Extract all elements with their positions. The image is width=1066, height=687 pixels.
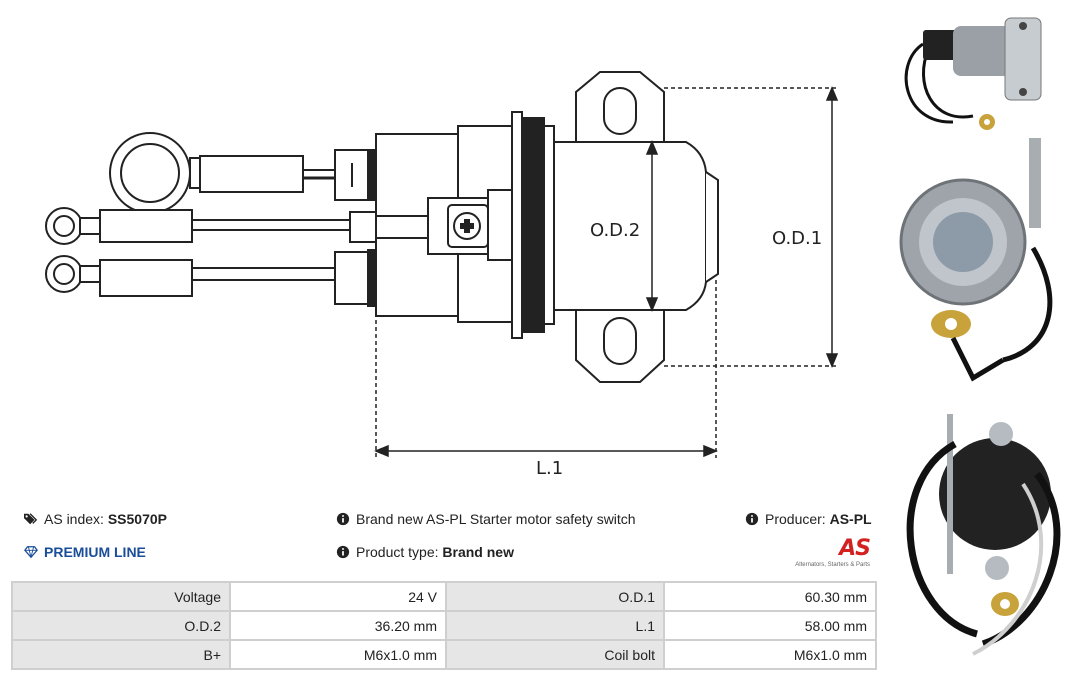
premium-line[interactable]: PREMIUM LINE: [24, 544, 146, 560]
spec-value: M6x1.0 mm: [663, 639, 877, 670]
table-row: O.D.2 36.20 mm L.1 58.00 mm: [11, 610, 877, 641]
spec-key: B+: [11, 639, 231, 670]
table-row: B+ M6x1.0 mm Coil bolt M6x1.0 mm: [11, 639, 877, 670]
brand-logo: AS Alternators, Starters & Parts: [790, 536, 880, 572]
product-type-value: Brand new: [442, 544, 514, 560]
as-index-value: SS5070P: [107, 511, 167, 527]
as-index: AS index: SS5070P: [24, 511, 167, 527]
spec-value: 60.30 mm: [663, 581, 877, 612]
product-photo-3[interactable]: [893, 404, 1063, 684]
brand-logo-mark: AS: [839, 536, 871, 561]
producer-value: AS-PL: [829, 511, 872, 527]
info-icon: [336, 512, 350, 526]
diamond-icon: [24, 546, 38, 559]
producer: Producer: AS-PL: [745, 511, 872, 527]
premium-line-label: PREMIUM LINE: [44, 544, 146, 560]
product-photo-2[interactable]: [893, 138, 1063, 398]
ring-terminal-small-1: [45, 207, 83, 245]
tags-icon: [24, 513, 38, 525]
technical-drawing: O.D.2 O.D.1 L.1: [45, 71, 839, 479]
as-index-label: AS index:: [44, 511, 104, 527]
spec-key: L.1: [445, 610, 665, 641]
description: Brand new AS-PL Starter motor safety swi…: [336, 511, 636, 527]
product-photo-1[interactable]: [893, 4, 1063, 134]
spec-value: 36.20 mm: [229, 610, 447, 641]
spec-key: O.D.1: [445, 581, 665, 612]
od2-label: O.D.2: [590, 220, 640, 241]
product-type-label: Product type:: [356, 544, 439, 560]
spec-key: O.D.2: [11, 610, 231, 641]
table-row: Voltage 24 V O.D.1 60.30 mm: [11, 581, 877, 612]
spec-key: Coil bolt: [445, 639, 665, 670]
producer-label: Producer:: [765, 511, 826, 527]
description-text: Brand new AS-PL Starter motor safety swi…: [356, 511, 636, 527]
od1-label: O.D.1: [772, 228, 822, 249]
spec-table: Voltage 24 V O.D.1 60.30 mm O.D.2 36.20 …: [11, 581, 877, 670]
spec-value: M6x1.0 mm: [229, 639, 447, 670]
ring-terminal-small-2: [45, 255, 83, 293]
info-icon: [336, 545, 350, 559]
spec-value: 58.00 mm: [663, 610, 877, 641]
spec-value: 24 V: [229, 581, 447, 612]
spec-key: Voltage: [11, 581, 231, 612]
l1-label: L.1: [536, 458, 563, 479]
product-type: Product type: Brand new: [336, 544, 514, 560]
info-icon: [745, 512, 759, 526]
brand-logo-tagline: Alternators, Starters & Parts: [795, 562, 870, 568]
